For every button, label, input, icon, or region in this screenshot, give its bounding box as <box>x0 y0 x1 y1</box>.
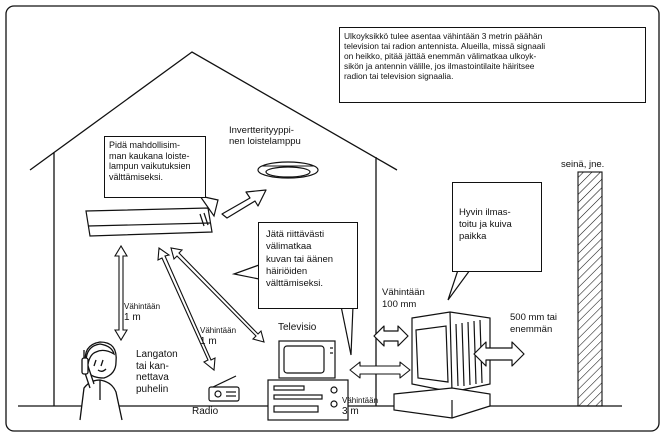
tv-distance-arrow <box>170 247 265 343</box>
stereo-rack <box>267 379 349 421</box>
radio-distance-small-label: Vähintään <box>200 326 237 335</box>
radio-set <box>208 375 240 402</box>
min-500mm-label: 500 mm tai enemmän <box>510 312 557 336</box>
antenna-distance-text: Ulkoyksikkö tulee asentaa vähintään 3 me… <box>344 31 546 82</box>
phone-distance-arrow <box>114 244 128 342</box>
inverter-lamp-label: Invertterityyppi- nen loistelamppu <box>229 125 301 148</box>
ventilated-place-text: Hyvin ilmas- toitu ja kuiva paikka <box>459 207 512 242</box>
interference-spacing-note: Jätä riittävästi välimatkaa kuvan tai ää… <box>258 222 358 309</box>
house-outline <box>18 51 622 407</box>
phone-distance-big-label: 1 m <box>124 312 141 323</box>
antenna-distance-note: Ulkoyksikkö tulee asentaa vähintään 3 me… <box>339 27 646 103</box>
phone-distance-small-label: Vähintään <box>124 302 161 311</box>
television-label: Televisio <box>278 322 317 333</box>
outer-border <box>5 5 660 432</box>
ventilated-place-note: Hyvin ilmas- toitu ja kuiva paikka <box>452 182 542 272</box>
tv-outdoor-small-label: Vähintään <box>342 396 379 405</box>
outdoor-unit <box>393 311 491 419</box>
callout-pointers <box>198 195 472 356</box>
wall-label: seinä, jne. <box>561 159 605 170</box>
radio-label: Radio <box>192 406 219 417</box>
fluorescent-distance-note: Pidä mahdollisim- man kaukana loiste- la… <box>104 136 206 198</box>
cordless-phone-label: Langaton tai kan- nettava puhelin <box>136 349 178 396</box>
tv-outdoor-distance-arrow <box>349 361 411 379</box>
fluorescent-lamp <box>257 161 319 179</box>
rear-gap-arrow <box>473 341 525 367</box>
indoor-unit <box>85 207 213 237</box>
tv-outdoor-big-label: 3 m <box>342 406 359 417</box>
fluorescent-distance-text: Pidä mahdollisim- man kaukana loiste- la… <box>109 140 191 182</box>
interference-spacing-text: Jätä riittävästi välimatkaa kuvan tai ää… <box>266 229 334 290</box>
min-100mm-label: Vähintään 100 mm <box>382 287 425 311</box>
television-set <box>278 340 336 379</box>
radio-distance-big-label: 1 m <box>200 336 217 347</box>
person-with-phone <box>79 341 123 421</box>
lamp-distance-arrow <box>221 189 267 219</box>
wall-gap-arrow <box>373 325 409 347</box>
radio-distance-arrow <box>157 247 216 372</box>
wall <box>577 171 603 407</box>
